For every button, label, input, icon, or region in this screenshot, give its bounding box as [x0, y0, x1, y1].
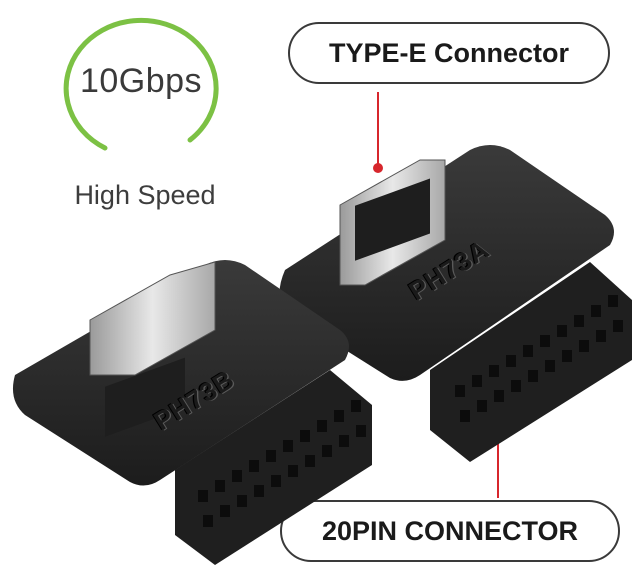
type-e-callout: TYPE-E Connector — [288, 22, 610, 84]
pointer-dot-top — [373, 163, 383, 173]
adapter-right — [279, 145, 632, 462]
speed-ring-icon — [63, 17, 219, 151]
adapter-left — [12, 260, 372, 565]
pin-callout: 20PIN CONNECTOR — [280, 500, 620, 562]
speed-value: 10Gbps — [79, 62, 203, 100]
speed-caption: High Speed — [74, 180, 216, 210]
